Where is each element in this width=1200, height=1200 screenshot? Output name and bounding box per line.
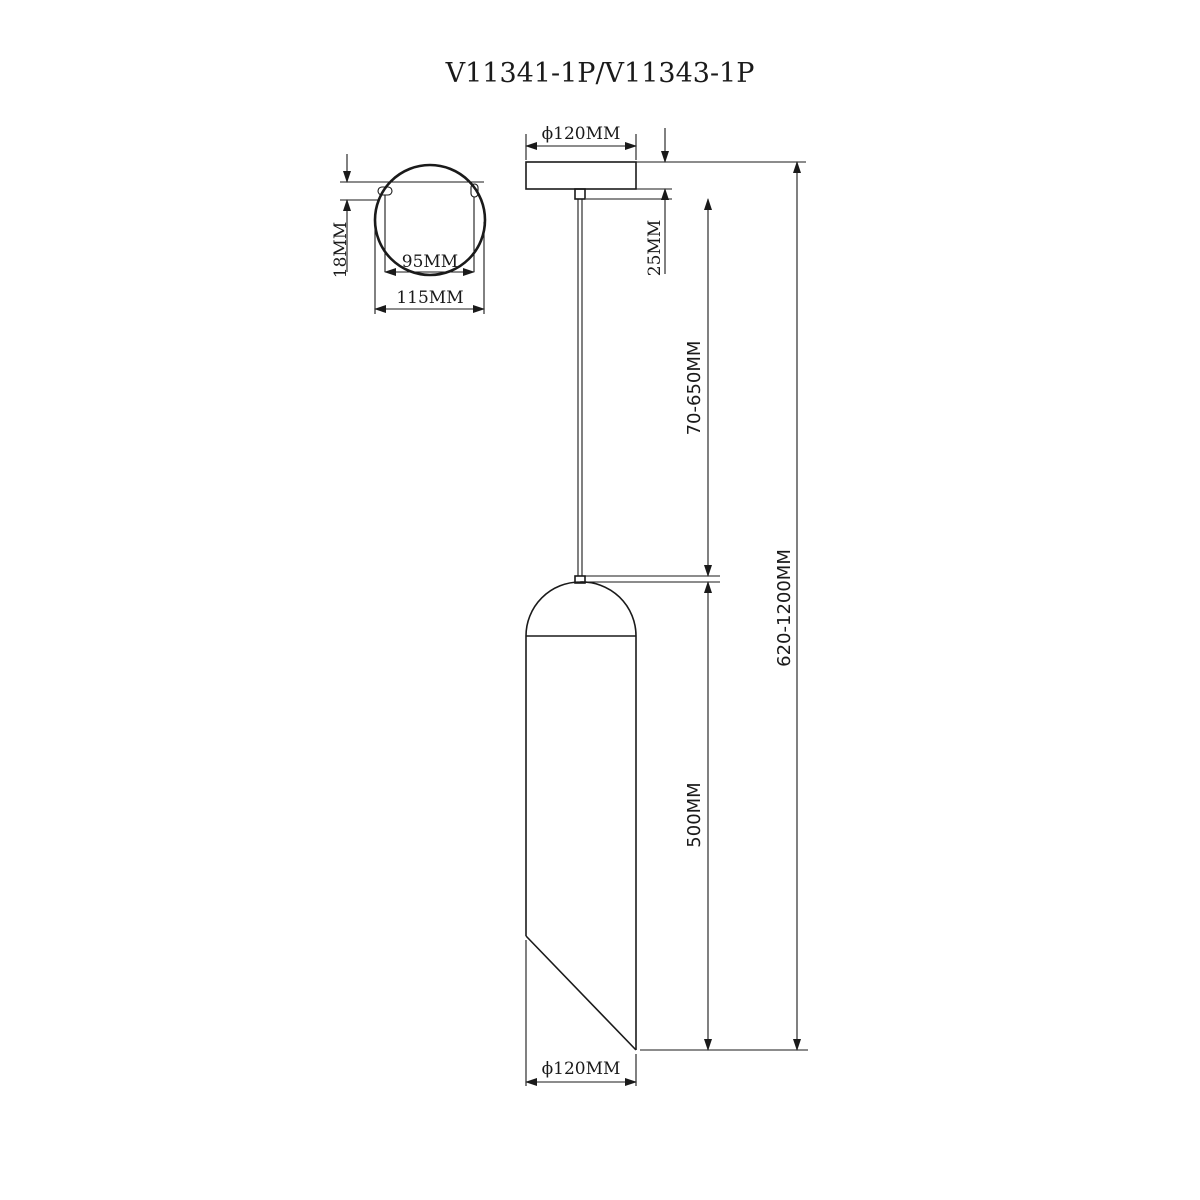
total-height-label: 620-1200MM: [774, 549, 795, 667]
drawing-title: V11341-1P/V11343-1P: [445, 58, 755, 89]
shade-height-label: 500MM: [684, 782, 705, 847]
mounting-plate-top-view: 18MM 95MM 115MM: [331, 154, 487, 314]
canopy-connector: [574, 188, 586, 200]
shade-connector: [574, 575, 586, 584]
ceiling-canopy: [525, 161, 637, 190]
pendant-lamp-side-view: [525, 134, 808, 1086]
hole-spacing-label: 95MM: [402, 252, 458, 272]
dimension-annotations: ϕ120MM 25MM 70-650MM 500MM 620-1200MM ϕ1…: [525, 124, 801, 1086]
canopy-height-label: 25MM: [645, 220, 665, 276]
plate-thickness-label: 18MM: [331, 222, 351, 278]
canopy-diameter-label: ϕ120MM: [542, 124, 621, 144]
plate-diameter-label: 115MM: [396, 288, 463, 308]
shade-diameter-label: ϕ120MM: [542, 1059, 621, 1079]
lamp-shade-angled-cut: [525, 935, 637, 1051]
cable-length-label: 70-650MM: [684, 341, 705, 436]
lamp-shade-dome: [525, 581, 637, 637]
